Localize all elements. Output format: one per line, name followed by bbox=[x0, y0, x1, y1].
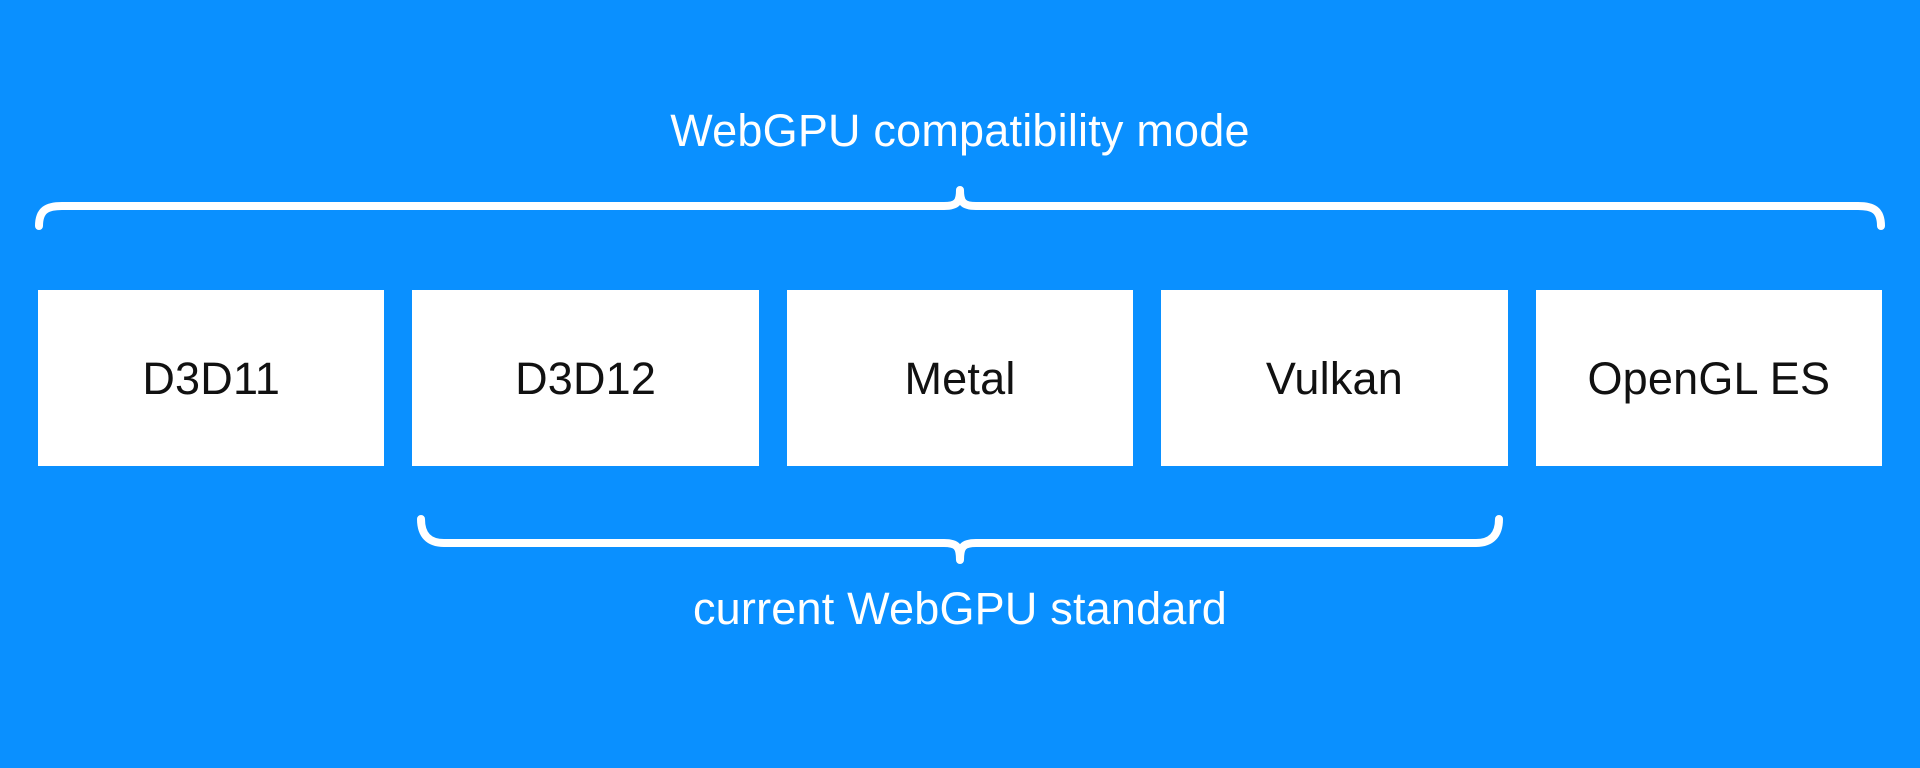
top-brace-icon bbox=[35, 186, 1885, 230]
api-box-metal: Metal bbox=[786, 290, 1134, 466]
api-box-label: OpenGL ES bbox=[1587, 352, 1831, 404]
api-box-d3d11: D3D11 bbox=[38, 290, 385, 466]
api-box-row: D3D11 D3D12 Metal Vulkan OpenGL ES bbox=[38, 290, 1883, 466]
bottom-brace-icon bbox=[417, 515, 1503, 564]
top-brace-label: WebGPU compatibility mode bbox=[670, 105, 1250, 156]
api-box-d3d12: D3D12 bbox=[412, 290, 759, 466]
api-box-opengl-es: OpenGL ES bbox=[1535, 290, 1883, 466]
api-box-label: Vulkan bbox=[1265, 352, 1403, 404]
api-box-label: D3D11 bbox=[142, 352, 281, 404]
bottom-brace-label: current WebGPU standard bbox=[692, 583, 1227, 634]
api-box-label: D3D12 bbox=[515, 352, 657, 404]
api-box-label: Metal bbox=[904, 352, 1016, 404]
api-box-vulkan: Vulkan bbox=[1161, 290, 1508, 466]
